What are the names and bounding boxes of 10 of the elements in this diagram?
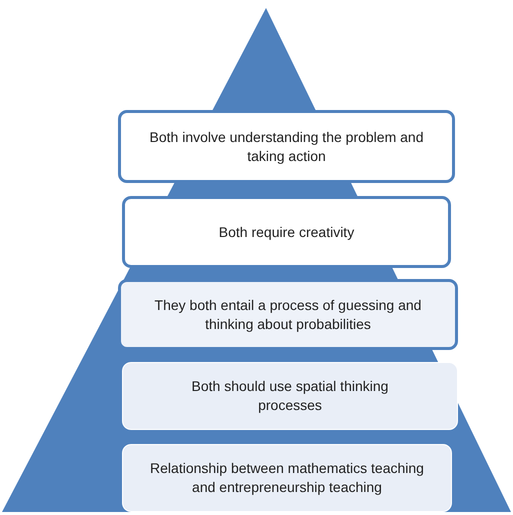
box-text: Both involve understanding the problem and taking action bbox=[148, 128, 424, 166]
text-box bbox=[118, 279, 458, 350]
box-text: Relationship between mathematics teaching and entrepreneurship teaching bbox=[149, 459, 425, 497]
text-box bbox=[122, 444, 452, 512]
text-box bbox=[118, 110, 455, 183]
box-text: They both entail a process of guessing and thinking about probabilities bbox=[154, 296, 422, 334]
box-text: Both require creativity bbox=[218, 222, 354, 242]
box-text: Both should use spatial thinking processes bbox=[190, 377, 390, 415]
text-box bbox=[122, 362, 458, 430]
text-box bbox=[122, 196, 451, 268]
